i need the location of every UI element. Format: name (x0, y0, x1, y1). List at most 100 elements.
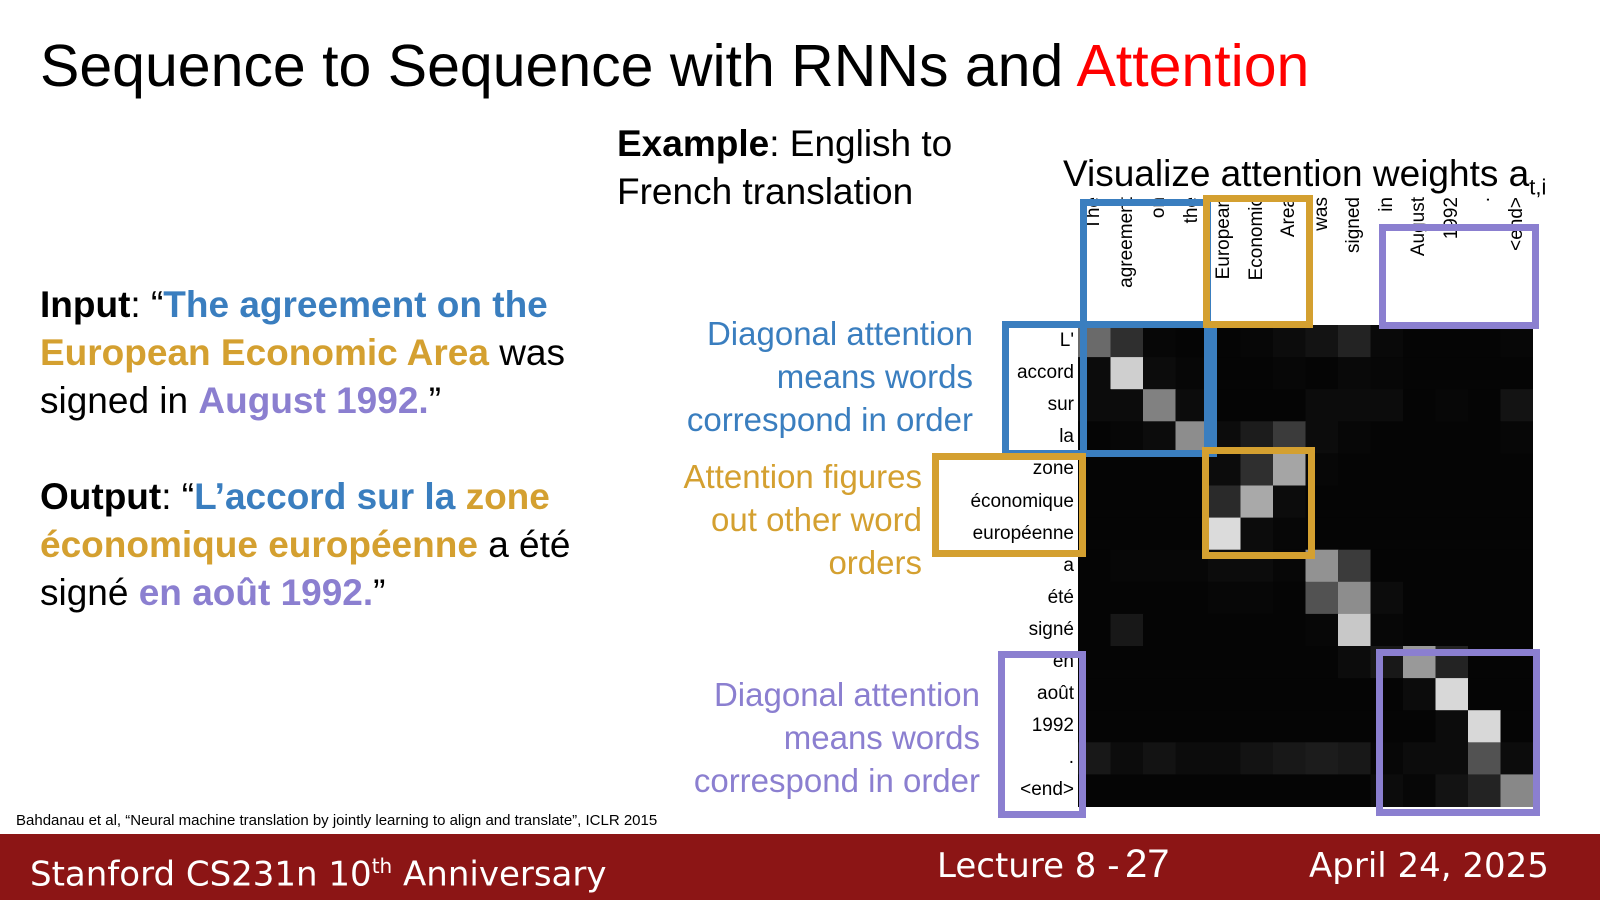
highlight-box-cells-purple (1376, 649, 1540, 816)
attention-cell (1403, 485, 1436, 519)
attention-cell (1240, 453, 1274, 486)
attention-cell (1110, 646, 1144, 679)
attention-cell (1338, 549, 1371, 583)
attention-cell (1110, 742, 1144, 775)
attention-cell (1143, 517, 1176, 551)
attention-cell (1403, 742, 1436, 775)
attention-cell (1370, 389, 1404, 422)
attention-cell (1273, 517, 1306, 551)
source-word-label: was (1310, 197, 1332, 231)
target-word-label: signé (1028, 618, 1074, 640)
attention-cell (1143, 453, 1176, 486)
attention-cell (1175, 581, 1209, 615)
attention-cell (1175, 325, 1209, 358)
attention-cell (1175, 678, 1209, 711)
footer-lecture: Lecture 8 - (937, 846, 1120, 886)
attention-cell (1273, 357, 1306, 390)
highlight-box-target-orange (932, 453, 1086, 557)
attention-cell (1500, 485, 1534, 519)
attention-cell (1500, 357, 1534, 390)
attention-cell (1110, 549, 1144, 583)
attention-cell (1500, 389, 1534, 422)
attention-cell (1273, 453, 1306, 486)
target-word-label: a (1063, 554, 1074, 576)
attention-cell (1370, 517, 1404, 551)
attention-cell (1338, 646, 1371, 679)
attention-cell (1110, 357, 1144, 390)
attention-cell (1435, 389, 1469, 422)
attention-cell (1240, 774, 1274, 807)
attention-cell (1240, 710, 1274, 743)
page-number: 27 (1125, 842, 1170, 886)
annotation-line: correspond in order (686, 401, 973, 438)
attention-cell (1208, 710, 1241, 743)
target-word-label: L' (1059, 330, 1074, 352)
attention-cell (1338, 325, 1371, 358)
target-word-label: économique (970, 490, 1074, 512)
annotation-line: orders (828, 544, 922, 581)
attention-cell (1110, 710, 1144, 743)
attention-cell (1468, 710, 1501, 743)
example-bold: Example (617, 123, 770, 164)
slide-title-highlight: Attention (1076, 33, 1310, 99)
attention-cell (1175, 613, 1209, 647)
attention-cell (1208, 742, 1241, 775)
attention-cell (1370, 421, 1404, 454)
attention-cell (1435, 517, 1469, 551)
attention-cell (1403, 453, 1436, 486)
attention-cell (1370, 325, 1404, 358)
visualize-label: Visualize attention weights at,i (1063, 150, 1546, 211)
target-word-label: la (1059, 426, 1074, 448)
attention-cell (1240, 517, 1274, 551)
attention-cell (1305, 774, 1339, 807)
footer-date: April 24, 2025 (1309, 846, 1549, 886)
attention-matrix (1078, 325, 1534, 807)
attention-cell (1273, 710, 1306, 743)
attention-cell (1468, 325, 1501, 358)
attention-cell (1175, 389, 1209, 422)
visualize-label-main: Visualize attention weights a (1063, 153, 1530, 194)
attention-cell (1208, 517, 1241, 551)
attention-cell (1273, 581, 1306, 615)
attention-cell (1208, 453, 1241, 486)
annotation-diagonal-bottom: Diagonal attention means words correspon… (640, 673, 980, 802)
target-word-label: européenne (972, 522, 1074, 544)
attention-cell (1500, 613, 1534, 647)
attention-cell (1435, 357, 1469, 390)
visualize-label-sub: t,i (1529, 174, 1547, 200)
attention-cell (1240, 389, 1274, 422)
attention-cell (1110, 421, 1144, 454)
attention-cell (1338, 357, 1371, 390)
attention-cell (1468, 742, 1501, 775)
attention-cell (1500, 325, 1534, 358)
example-rest-1: : English to (769, 123, 953, 164)
annotation-line: Diagonal attention (706, 315, 973, 352)
attention-cell (1403, 325, 1436, 358)
attention-cell (1500, 453, 1534, 486)
attention-cell (1143, 485, 1176, 519)
attention-cell (1273, 325, 1306, 358)
example-label: Example: English to French translation (617, 120, 952, 216)
attention-cell (1500, 774, 1534, 807)
attention-cell (1338, 774, 1371, 807)
target-word-label: sur (1047, 394, 1074, 416)
highlight-box-target-blue (1002, 321, 1217, 457)
output-open-quote: : “ (161, 476, 195, 517)
attention-cell (1403, 389, 1436, 422)
citation: Bahdanau et al, “Neural machine translat… (16, 812, 658, 829)
attention-cell (1468, 421, 1501, 454)
attention-cell (1370, 453, 1404, 486)
attention-cell (1370, 581, 1404, 615)
output-blue-phrase: L’accord sur la (194, 476, 456, 517)
attention-cell (1143, 581, 1176, 615)
annotation-line: correspond in order (693, 762, 980, 799)
attention-cell (1110, 485, 1144, 519)
attention-cell (1468, 613, 1501, 647)
attention-cell (1305, 710, 1339, 743)
attention-cell (1500, 742, 1534, 775)
target-word-label: 1992 (1031, 715, 1074, 737)
attention-cell (1305, 646, 1339, 679)
target-word-label: zone (1032, 458, 1074, 480)
target-word-label: <end> (1020, 779, 1074, 801)
attention-cell (1500, 678, 1534, 711)
